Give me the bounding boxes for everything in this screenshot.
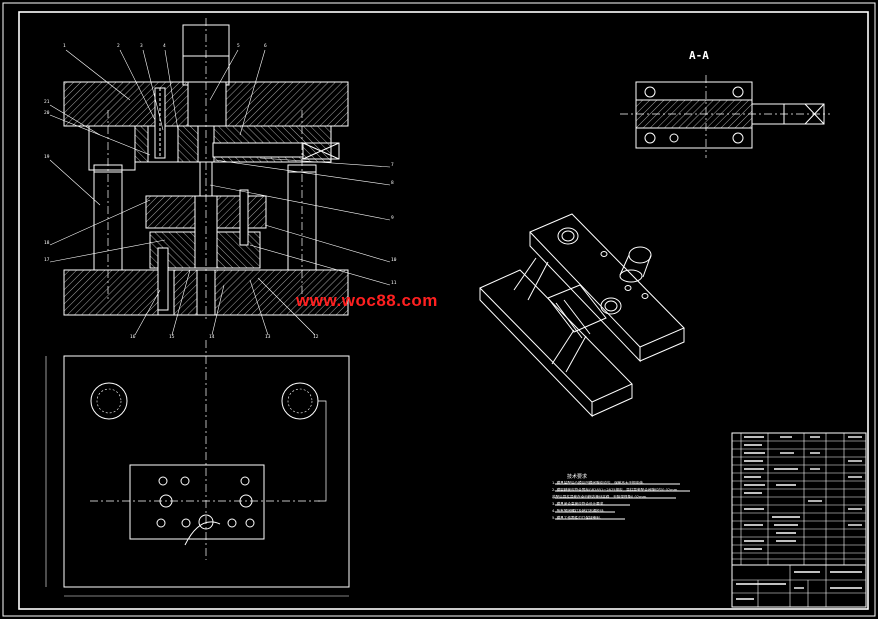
part-number: 7 bbox=[391, 163, 394, 168]
tech-requirements-title: 技术要求 bbox=[567, 474, 588, 480]
part-number: 15 bbox=[169, 335, 175, 340]
tech-line-2: 2. 模架精度应符合国标GB2851~2875规定，导柱导套配合间隙均匀0.02… bbox=[552, 488, 681, 492]
title-block-text-marks bbox=[736, 436, 862, 600]
assembly-section-view bbox=[63, 18, 349, 320]
part-number: 8 bbox=[391, 181, 394, 186]
tech-line-4: 3. 模具闭合高度应符合设计要求。 bbox=[552, 502, 607, 506]
plan-view bbox=[45, 340, 350, 597]
part-number: 3 bbox=[140, 44, 143, 49]
part-number: 1 bbox=[63, 44, 66, 49]
tech-line-3: 装配后导柱导套在全行程内滑动平稳、无阻滞现象0.02mm。 bbox=[552, 495, 650, 499]
part-number: 19 bbox=[44, 155, 50, 160]
part-number: 14 bbox=[209, 335, 215, 340]
part-number: 20 bbox=[44, 111, 50, 116]
inner-border bbox=[18, 11, 869, 610]
section-label: A-A bbox=[689, 49, 709, 62]
title-block bbox=[731, 432, 867, 608]
isometric-view bbox=[479, 213, 685, 418]
watermark-text: www.woc88.com bbox=[296, 291, 438, 310]
part-number: 16 bbox=[130, 335, 136, 340]
part-number: 5 bbox=[237, 44, 240, 49]
part-number: 2 bbox=[117, 44, 120, 49]
part-number: 11 bbox=[391, 281, 397, 286]
leader-lines bbox=[49, 49, 391, 336]
tech-line-5: 4. 所有紧固螺钉及销钉不得松动。 bbox=[552, 509, 607, 513]
part-number: 17 bbox=[44, 258, 50, 263]
part-number: 18 bbox=[44, 241, 50, 246]
tech-notes-lines bbox=[555, 483, 690, 520]
part-number: 6 bbox=[264, 44, 267, 49]
part-number: 9 bbox=[391, 216, 394, 221]
part-number: 4 bbox=[163, 44, 166, 49]
tech-line-1: 1. 模具装配后凸模与凹模间隙应均匀，误差不大于规定值。 bbox=[552, 481, 647, 485]
part-number: 10 bbox=[391, 258, 397, 263]
part-number: 21 bbox=[44, 100, 50, 105]
section-a-a-view bbox=[620, 75, 830, 158]
part-number: 13 bbox=[265, 335, 271, 340]
part-number: 12 bbox=[313, 335, 319, 340]
tech-line-6: 5. 模具工作零件刃口保持锋利。 bbox=[552, 516, 604, 520]
